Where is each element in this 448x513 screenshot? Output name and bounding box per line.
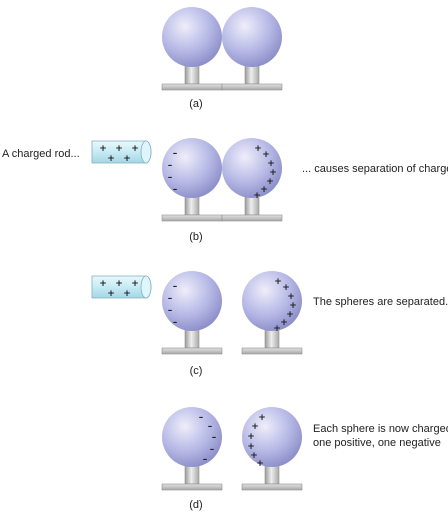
rod-sign: + xyxy=(107,289,115,299)
sphere-sign: + xyxy=(247,442,255,452)
sphere-sign: + xyxy=(266,177,274,187)
sphere-sign: + xyxy=(289,301,297,311)
sphere-sign: + xyxy=(256,459,264,469)
panel-b: A charged rod... + + + + + – – – – + + + xyxy=(2,138,448,243)
rod-sign: + xyxy=(115,144,123,154)
label-separation: ... causes separation of charge xyxy=(302,163,448,175)
rod-sign: + xyxy=(123,289,131,299)
sphere-sign: + xyxy=(260,185,268,195)
rod-sign: + xyxy=(99,279,107,289)
sphere-sign: – xyxy=(210,445,215,455)
sphere-stand-left-d: – – – – – xyxy=(161,407,223,491)
sphere-sign: + xyxy=(253,191,261,201)
rod-sign: + xyxy=(131,279,139,289)
sphere-sign: – xyxy=(208,422,213,432)
sphere-sign: – xyxy=(203,455,208,465)
caption-b: (b) xyxy=(189,231,202,243)
panel-a: (a) xyxy=(161,7,283,110)
rod-sign: + xyxy=(99,144,107,154)
label-each-charged-line2: one positive, one negative xyxy=(313,437,441,449)
sphere-stand-right-d: + + + + + + xyxy=(241,407,303,491)
sphere-sign: – xyxy=(173,149,178,159)
sphere-sign: – xyxy=(168,173,173,183)
sphere-sign: + xyxy=(282,283,290,293)
label-spheres-separated: The spheres are separated. xyxy=(313,296,448,308)
sphere-sign: + xyxy=(280,318,288,328)
sphere-sign: + xyxy=(262,150,270,160)
sphere-right-a xyxy=(222,7,282,67)
sphere-left-b xyxy=(162,138,222,198)
sphere-sign: – xyxy=(173,282,178,292)
sphere-sign: – xyxy=(212,433,217,443)
sphere-sign: – xyxy=(168,294,173,304)
rod-sign: + xyxy=(115,279,123,289)
sphere-right-d xyxy=(242,407,302,467)
sphere-sign: + xyxy=(250,451,258,461)
sphere-sign: + xyxy=(286,310,294,320)
sphere-stand-right-b: + + + + + + + xyxy=(221,138,283,222)
sphere-sign: – xyxy=(173,185,178,195)
caption-a: (a) xyxy=(189,98,202,110)
panel-c: + + + + + – – – – + + + + + + + The sph xyxy=(91,271,448,377)
sphere-right-b xyxy=(222,138,282,198)
caption-d: (d) xyxy=(189,499,202,511)
sphere-sign: – xyxy=(168,306,173,316)
sphere-left-d xyxy=(162,407,222,467)
sphere-sign: + xyxy=(258,413,266,423)
sphere-stand-left-b: – – – – xyxy=(161,138,223,222)
rod-sign: + xyxy=(123,154,131,164)
rod-sign: + xyxy=(107,154,115,164)
sphere-sign: – xyxy=(173,318,178,328)
sphere-sign: + xyxy=(247,432,255,442)
sphere-left-a xyxy=(162,7,222,67)
sphere-stand-right-a xyxy=(221,7,283,91)
sphere-stand-left-c: – – – – xyxy=(161,271,223,355)
sphere-sign: – xyxy=(199,413,204,423)
sphere-stand-right-c: + + + + + + + xyxy=(241,271,303,355)
sphere-sign: + xyxy=(254,144,262,154)
label-charged-rod: A charged rod... xyxy=(2,148,80,160)
charged-rod-b: + + + + + xyxy=(91,140,152,164)
sphere-stand-left-a xyxy=(161,7,223,91)
caption-c: (c) xyxy=(190,365,203,377)
charged-rod-c: + + + + + xyxy=(91,275,152,299)
sphere-sign: – xyxy=(168,161,173,171)
sphere-sign: + xyxy=(269,168,277,178)
sphere-left-c xyxy=(162,271,222,331)
sphere-sign: + xyxy=(267,159,275,169)
sphere-right-c xyxy=(242,271,302,331)
sphere-sign: + xyxy=(273,324,281,334)
label-each-charged-line1: Each sphere is now charged: xyxy=(313,423,448,435)
sphere-sign: + xyxy=(274,277,282,287)
sphere-sign: + xyxy=(287,292,295,302)
sphere-sign: + xyxy=(251,422,259,432)
panel-d: – – – – – + + + + + + Each sphere is now… xyxy=(161,407,448,511)
rod-sign: + xyxy=(131,144,139,154)
